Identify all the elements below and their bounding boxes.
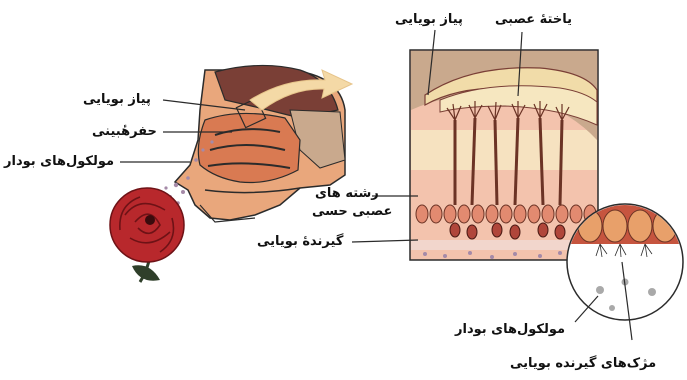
bone-band <box>411 130 597 170</box>
cilia-zoom-circle <box>565 204 685 320</box>
label-nasal-cavity: حفرهٔبینی <box>92 124 157 140</box>
rose-center <box>145 215 155 225</box>
label-sensory-fibers-line2: عصبی حسی <box>312 204 392 220</box>
label-nerve-tissue: یاختهٔ عصبی <box>495 12 572 28</box>
label-sensory-fibers-line1: رشته های <box>315 186 379 202</box>
label-right-olfactory-bulb: پیاز بویایی <box>395 12 463 28</box>
label-bottom-odor-molecules: مولکول‌های بودار <box>455 322 565 338</box>
label-olfactory-receptor: گیرندهٔ بویایی <box>257 234 343 250</box>
rose-leaf <box>132 265 160 280</box>
label-left-olfactory-bulb: پیاز بویایی <box>83 92 151 108</box>
label-receptor-cilia: مژک‌های گیرنده بویایی <box>510 356 656 372</box>
label-left-odor-molecules: مولکول‌های بودار <box>4 154 114 170</box>
rose-image <box>110 188 184 282</box>
tissue-panel <box>410 50 598 260</box>
leader-receptor <box>352 240 418 242</box>
nasal-cavity-region <box>198 113 300 182</box>
